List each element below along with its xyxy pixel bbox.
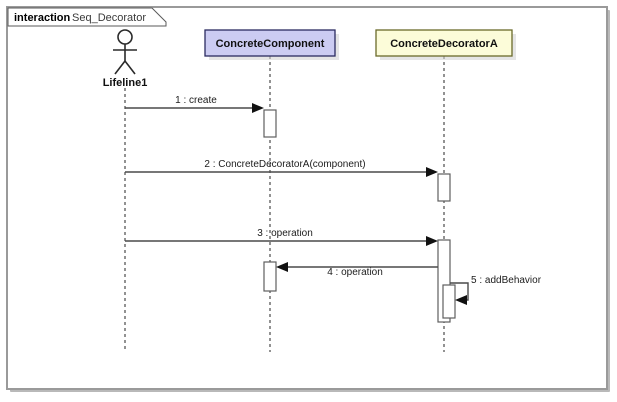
message-2[interactable]: 2 : ConcreteDecoratorA(component) bbox=[125, 159, 438, 177]
message-label-3: 3 : operation bbox=[257, 228, 313, 239]
frame-tab bbox=[7, 7, 167, 27]
arrowhead-icon bbox=[276, 262, 288, 272]
arrowhead-icon bbox=[252, 103, 264, 113]
participant-label-concrete-decorator-a: ConcreteDecoratorA bbox=[390, 38, 498, 50]
activation-bar bbox=[263, 109, 277, 138]
actor-leg-right-icon bbox=[124, 60, 136, 75]
actor-leg-left-icon bbox=[114, 60, 126, 75]
activation-bar-nested bbox=[442, 284, 456, 319]
participant-box-concrete-component[interactable] bbox=[204, 29, 336, 57]
actor-lifeline1[interactable]: Lifeline1 bbox=[103, 29, 148, 89]
actor-label-lifeline1: Lifeline1 bbox=[103, 77, 148, 89]
activation-bar bbox=[437, 173, 451, 202]
message-label-1: 1 : create bbox=[175, 95, 217, 106]
participant-box-concrete-decorator-a[interactable] bbox=[375, 29, 513, 57]
message-label-4: 4 : operation bbox=[327, 267, 383, 278]
frame-keyword: interaction bbox=[14, 12, 71, 24]
arrowhead-icon bbox=[426, 167, 438, 177]
message-4[interactable]: 4 : operation bbox=[276, 262, 438, 278]
message-3[interactable]: 3 : operation bbox=[125, 228, 438, 246]
participant-concrete-decorator-a[interactable]: ConcreteDecoratorA bbox=[375, 29, 516, 60]
message-1[interactable]: 1 : create bbox=[125, 95, 264, 113]
frame-name: Seq_Decorator bbox=[72, 12, 146, 24]
arrowhead-icon bbox=[426, 236, 438, 246]
message-5[interactable]: 5 : addBehavior bbox=[450, 275, 542, 305]
message-label-2: 2 : ConcreteDecoratorA(component) bbox=[204, 159, 365, 170]
participant-concrete-component[interactable]: ConcreteComponent bbox=[204, 29, 339, 60]
arrowhead-icon bbox=[455, 295, 467, 305]
participant-label-concrete-component: ConcreteComponent bbox=[216, 38, 325, 50]
diagram-frame bbox=[6, 6, 608, 390]
activation-bar bbox=[263, 261, 277, 292]
message-label-5: 5 : addBehavior bbox=[471, 275, 542, 286]
